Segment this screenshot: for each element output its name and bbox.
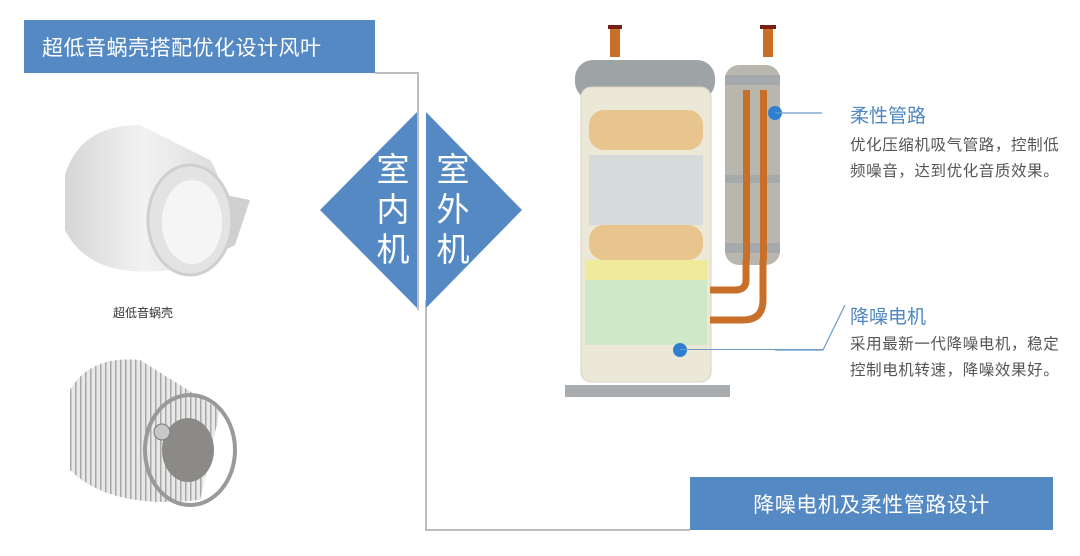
indoor-label-char: 内 <box>376 190 410 229</box>
outdoor-label: 室 外 机 <box>433 150 473 270</box>
frame-line-top <box>375 72 418 74</box>
volute-caption: 超低音蜗壳 <box>113 306 174 320</box>
callout-leaders <box>775 112 846 351</box>
callout-title: 柔性管路 <box>850 105 927 127</box>
accumulator-band <box>725 75 780 85</box>
outdoor-label-char: 室 <box>436 150 470 189</box>
volute-inlet <box>162 180 222 264</box>
fan-wheel-image <box>70 359 237 507</box>
callout-body: 优化压缩机吸气管路，控制低频噪音，达到优化音质效果。 <box>850 136 1060 180</box>
motor-stator <box>589 155 703 225</box>
volute-housing-image <box>65 125 250 277</box>
callout-flexible-pipe: 柔性管路 优化压缩机吸气管路，控制低频噪音，达到优化音质效果。 <box>850 101 1075 184</box>
outdoor-diamond-shape <box>426 112 522 308</box>
suction-pipe <box>763 27 773 57</box>
pipe-cap <box>760 25 776 29</box>
outdoor-diamond <box>426 112 522 308</box>
compressor-image <box>565 25 782 397</box>
indoor-label-char: 室 <box>376 150 410 189</box>
frame-line-vertical-upper <box>417 72 419 112</box>
outdoor-section-title: 降噪电机及柔性管路设计 <box>753 492 990 517</box>
indoor-section-title: 超低音蜗壳搭配优化设计风叶 <box>42 35 322 60</box>
motor-leader-line <box>680 349 823 351</box>
suction-line-upper <box>710 260 750 294</box>
pump-body <box>585 280 707 345</box>
outdoor-label-char: 外 <box>436 190 470 229</box>
motor-end-lower <box>589 225 703 260</box>
accumulator-tube <box>743 90 750 260</box>
indoor-diamond <box>320 112 417 308</box>
indoor-label-char: 机 <box>376 230 410 269</box>
indoor-diamond-shape <box>320 112 417 308</box>
indoor-label: 室 内 机 <box>373 150 413 270</box>
discharge-pipe <box>610 27 620 57</box>
suction-line-lower <box>710 260 767 324</box>
fan-wheel-shaft <box>153 423 171 441</box>
accumulator <box>725 65 780 265</box>
frame-line-vertical-lower <box>425 300 427 531</box>
outdoor-label-char: 机 <box>436 230 470 269</box>
outdoor-section-banner: 降噪电机及柔性管路设计 <box>690 477 1053 530</box>
accumulator-band <box>725 243 780 253</box>
callout-title: 降噪电机 <box>850 306 927 328</box>
pipe-cap <box>608 25 622 29</box>
fan-wheel-rim <box>143 393 237 507</box>
pump-band <box>585 260 707 280</box>
callout-noise-motor: 降噪电机 采用最新一代降噪电机，稳定控制电机转速，降噪效果好。 <box>850 302 1075 383</box>
compressor-base <box>565 385 730 397</box>
frame-line-divider <box>417 110 419 310</box>
accumulator-tube <box>760 90 767 260</box>
accumulator-band <box>725 175 780 183</box>
fan-wheel-hub <box>162 418 214 482</box>
motor-leader <box>775 304 846 351</box>
motor-end-upper <box>589 110 703 150</box>
callout-body: 采用最新一代降噪电机，稳定控制电机转速，降噪效果好。 <box>850 335 1060 379</box>
frame-line-bottom <box>425 529 690 531</box>
indoor-section-banner: 超低音蜗壳搭配优化设计风叶 <box>24 20 375 73</box>
